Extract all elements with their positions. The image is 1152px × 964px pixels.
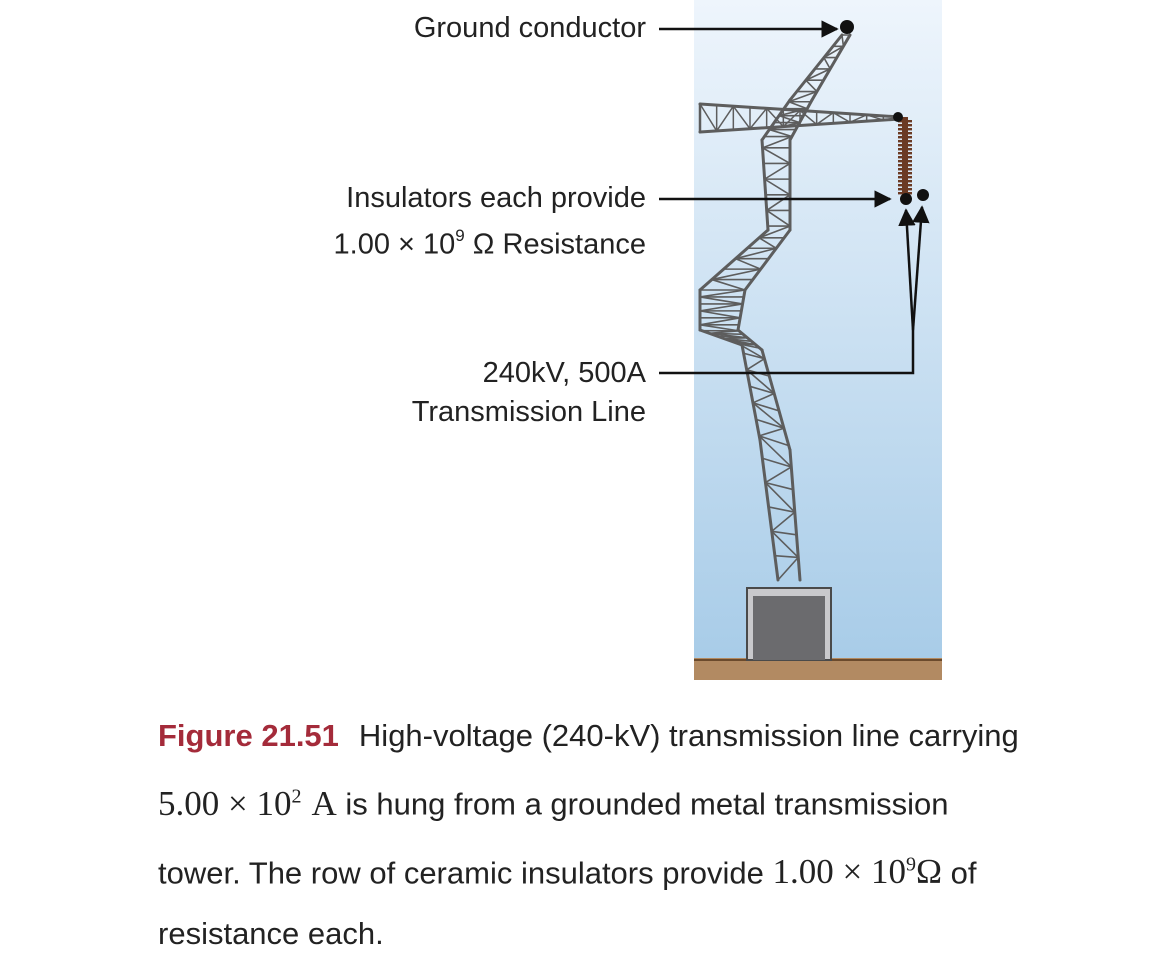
transmission-line-label: 240kV, 500A Transmission Line: [412, 354, 646, 432]
ground-strip: [694, 658, 942, 680]
insulators-label-line2: 1.00 × 109 Ω Resistance: [334, 218, 646, 265]
tower-base: [747, 588, 831, 660]
insulator-top-point: [893, 112, 903, 122]
transmission-line-label-line2: Transmission Line: [412, 393, 646, 432]
line-conductor-right: [917, 189, 929, 201]
insulators-label-line1: Insulators each provide: [334, 179, 646, 218]
insulators-label: Insulators each provide 1.00 × 109 Ω Res…: [334, 179, 646, 265]
ground-conductor-point: [840, 20, 854, 34]
transmission-line-label-line1: 240kV, 500A: [412, 354, 646, 393]
resistance-value: 1.00 × 109Ω: [773, 852, 943, 891]
ground-conductor-label: Ground conductor: [414, 9, 646, 48]
line-conductor-left: [900, 193, 912, 205]
figure-number: Figure 21.51: [158, 718, 339, 753]
